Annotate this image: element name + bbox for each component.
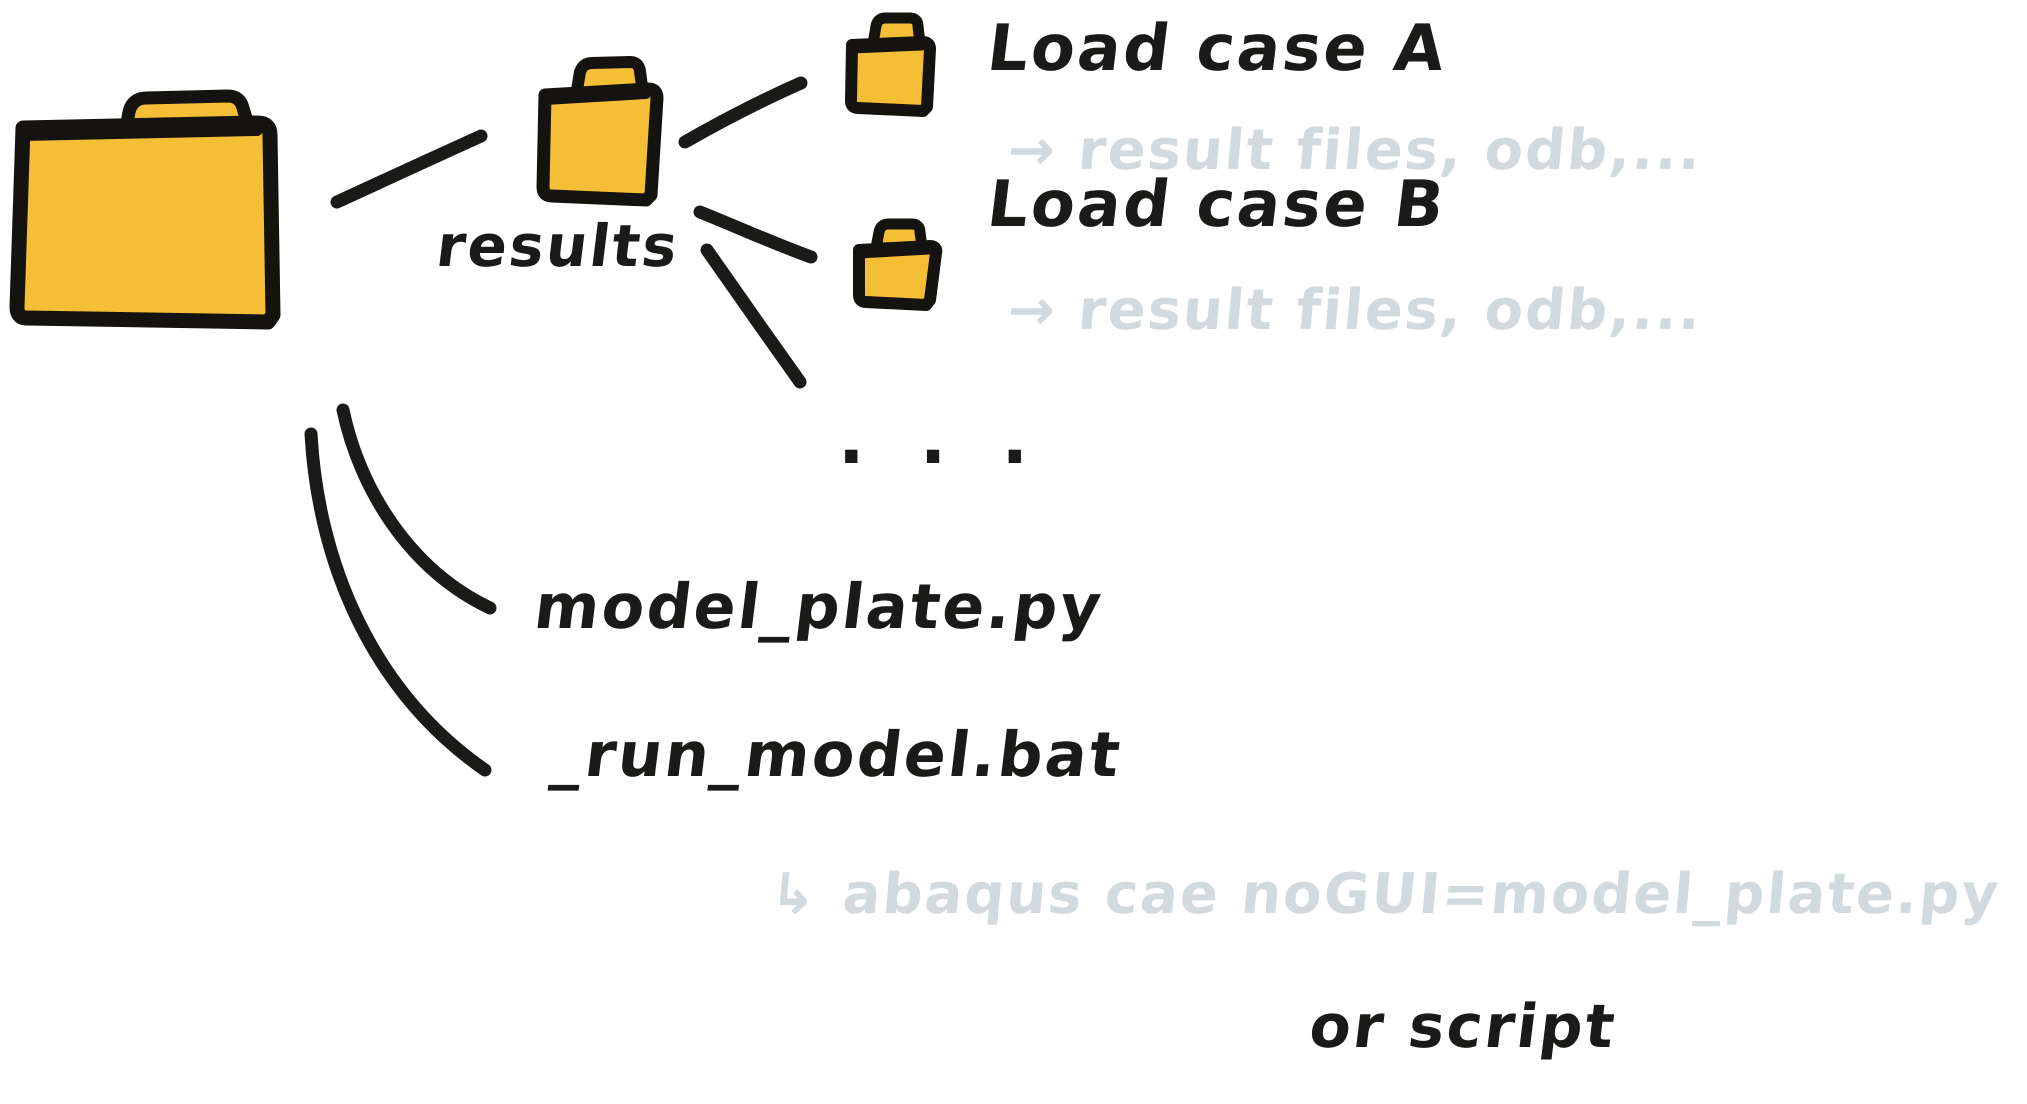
label-run-model-bat-text: _run_model.bat (547, 718, 1127, 791)
label-model-plate-py-text: model_plate.py (530, 570, 1108, 643)
label-run-model-bat: _run_model.bat (548, 718, 1127, 791)
ellipsis-text: . . . (838, 398, 1044, 480)
connector-root-run-model (304, 427, 492, 777)
connector-results-more (700, 243, 807, 389)
annotation-or-script: or script (1306, 992, 1621, 1062)
folder-icon-load-case-a[interactable] (845, 12, 936, 117)
label-load-case-a: Load case A (983, 12, 1451, 86)
connector-results-case-a (678, 76, 808, 149)
note-run-model-bat-text: abaqus cae noGUI=model_plate.py (840, 862, 2003, 927)
label-results: results (433, 212, 683, 280)
note-load-case-b: → result files, odb,... (1005, 278, 1706, 343)
folder-icon-results[interactable] (536, 56, 664, 207)
connector-results-case-b (693, 205, 818, 264)
folder-icon-load-case-b[interactable] (853, 218, 943, 311)
label-load-case-b-text: Load case B (983, 168, 1451, 242)
label-results-text: results (432, 212, 684, 280)
folder-icon-root[interactable] (9, 89, 281, 330)
label-model-plate-py: model_plate.py (531, 570, 1108, 643)
ellipsis-icon: . . . (838, 398, 1044, 480)
label-load-case-b: Load case B (983, 168, 1450, 242)
label-load-case-a-text: Load case A (983, 12, 1452, 86)
note-run-model-bat: ↳ abaqus cae noGUI=model_plate.py (767, 862, 2003, 927)
annotation-or-script-text: or script (1305, 992, 1621, 1062)
connector-root-model-plate (336, 403, 497, 615)
corner-arrow-icon: ↳ (767, 862, 822, 927)
note-load-case-b-text: → result files, odb,... (1005, 278, 1706, 343)
connector-root-results (330, 129, 488, 209)
